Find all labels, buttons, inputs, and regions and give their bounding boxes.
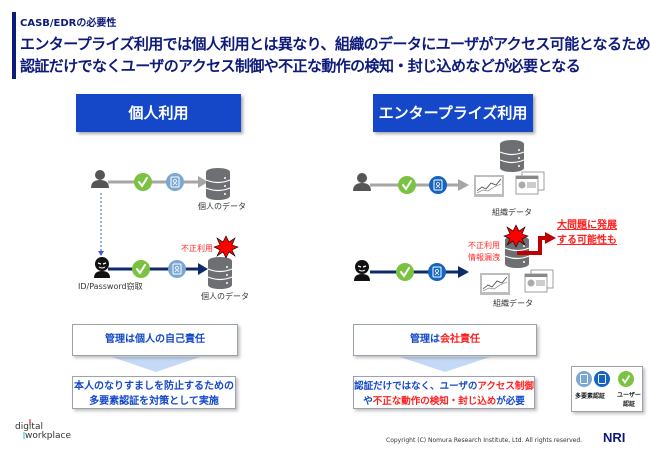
mfa-badge-icon — [167, 259, 187, 279]
legend-icons — [576, 371, 634, 387]
logo-line-2: workplace — [25, 431, 71, 441]
personal-data-label: 個人のデータ — [201, 292, 249, 301]
check-icon — [397, 175, 417, 195]
copyright-notice: Copyright (C) Nomura Research Institute,… — [386, 437, 583, 444]
mfa-badge-icon — [427, 262, 447, 282]
misuse-label: 不正利用 — [468, 241, 500, 250]
page-headline: エンタープライズ利用では個人利用とは異なり、組織のデータにユーザがアクセス可能と… — [20, 33, 650, 77]
icon-legend: 多要素認証 ユーザー 認証 — [571, 366, 643, 412]
user-auth-line-1: ユーザー — [617, 392, 641, 399]
org-data-label: 組織データ — [492, 208, 532, 217]
enterprise-chevron — [400, 357, 490, 372]
nri-logo: NRI — [603, 430, 625, 445]
title-accent-bar — [12, 12, 16, 79]
chart-window-icon — [473, 174, 505, 198]
credential-theft-label: ID/Password窃取 — [78, 282, 143, 291]
misuse-label: 不正利用 — [181, 244, 213, 253]
leak-label: 情報漏洩 — [468, 253, 500, 262]
enterprise-use-header: エンタープライズ利用 — [373, 94, 533, 132]
alert-burst-icon — [213, 235, 239, 259]
escalation-warning: 大問題に発展 する可能性も — [557, 218, 617, 248]
check-icon — [395, 262, 415, 282]
measure-text: が必要 — [496, 396, 525, 407]
personal-normal-arrowhead — [198, 176, 208, 188]
measure-line-1: 認証だけではなく、ユーザのアクセス制御 — [354, 379, 534, 394]
enterprise-management-box: 管理は会社責任 — [353, 324, 537, 356]
mfa-badge-icon — [165, 172, 185, 192]
section-kicker: CASB/EDRの必要性 — [20, 18, 117, 29]
measure-text: や — [363, 396, 373, 407]
enterprise-normal-arrowhead — [458, 179, 469, 191]
check-icon — [133, 172, 153, 192]
escalation-arrow — [517, 236, 546, 255]
digital-workplace-logo: digital workplace — [15, 423, 71, 441]
measure-line-2: や不正な動作の検知・封じ込めが必要 — [354, 394, 534, 409]
measure-text: 認証だけではなく、ユーザの — [354, 381, 478, 392]
database-icon — [499, 139, 525, 173]
measure-highlight: 不正な動作の検知・封じ込め — [372, 396, 497, 407]
check-icon — [131, 259, 151, 279]
user-auth-line-2: 認証 — [622, 401, 635, 408]
measure-line-2: 多要素認証を対策として実施 — [89, 396, 219, 407]
warning-line-1: 大問題に発展 — [557, 220, 617, 231]
headline-line-1: エンタープライズ利用では個人利用とは異なり、組織のデータにユーザがアクセス可能と… — [20, 35, 650, 53]
dashed-arrowhead — [98, 251, 104, 256]
measure-line-1: 本人のなりすましを防止するための — [74, 381, 234, 392]
personal-chevron — [112, 357, 200, 372]
dashboard-window-icon — [524, 269, 554, 293]
user-icon — [91, 170, 109, 188]
enterprise-attack-arrowhead — [458, 266, 469, 278]
user-icon — [353, 173, 371, 191]
logo-line-1: digital — [15, 422, 43, 432]
personal-management-box: 管理は個人の自己責任 — [72, 324, 238, 356]
personal-attack-arrowhead — [198, 263, 208, 275]
chart-window-icon — [479, 272, 511, 296]
measure-highlight: アクセス制御 — [477, 381, 534, 392]
check-icon — [618, 371, 634, 387]
misuse-leak-label: 不正利用 情報漏洩 — [468, 240, 500, 264]
attacker-icon — [353, 259, 371, 282]
attacker-icon — [93, 256, 111, 279]
legend-mfa-label: 多要素認証 — [575, 393, 606, 400]
personal-measure-box: 本人のなりすましを防止するための 多要素認証を対策として実施 — [72, 376, 236, 409]
mfa-badge-icon — [428, 175, 448, 195]
warning-line-2: する可能性も — [557, 235, 617, 246]
management-prefix: 管理は — [410, 334, 440, 345]
legend-user-auth-label: ユーザー 認証 — [617, 391, 641, 409]
enterprise-measure-box: 認証だけではなく、ユーザのアクセス制御 や不正な動作の検知・封じ込めが必要 — [353, 376, 535, 409]
alert-burst-icon — [503, 224, 529, 248]
org-data-label: 組織データ — [493, 299, 533, 308]
management-red: 会社責任 — [440, 334, 480, 345]
mfa-light-icon — [576, 371, 592, 387]
mfa-dark-icon — [594, 371, 610, 387]
personal-data-label: 個人のデータ — [198, 202, 246, 211]
escalation-arrowhead — [545, 232, 556, 244]
database-icon — [205, 167, 231, 201]
database-icon — [207, 256, 233, 290]
personal-use-header: 個人利用 — [76, 94, 241, 132]
headline-line-2: 認証だけでなくユーザのアクセス制御や不正な動作の検知・封じ込めなどが必要となる — [20, 57, 581, 75]
dashboard-window-icon — [515, 171, 545, 195]
